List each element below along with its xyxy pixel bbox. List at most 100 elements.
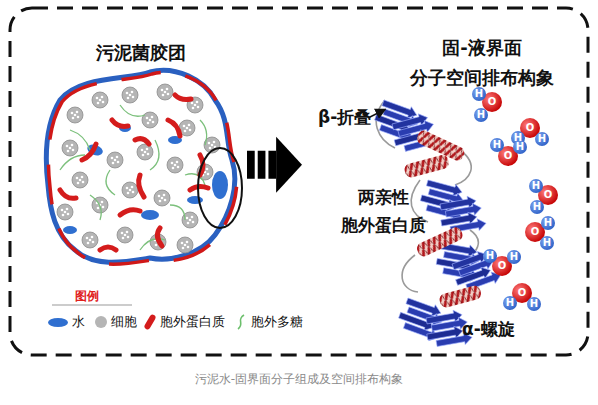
dashed-frame — [10, 8, 588, 355]
cell — [117, 227, 133, 243]
structure-label: β-折叠 — [318, 106, 371, 128]
polysaccharides — [60, 105, 207, 250]
legend-rule — [52, 305, 132, 306]
atom-symbol: H — [543, 237, 551, 249]
atom-symbol: H — [532, 180, 540, 192]
polysaccharide-strand — [120, 105, 145, 116]
atom-symbol: H — [538, 133, 546, 145]
node-heading: 固-液界面 分子空间排布构象 — [397, 33, 567, 93]
protein-loop — [402, 255, 418, 292]
floc-proteins — [60, 95, 208, 250]
atom-symbol: O — [504, 150, 513, 162]
atom-symbol: H — [486, 250, 494, 262]
cell — [154, 190, 170, 206]
floc-protein-rim — [48, 72, 236, 264]
atom-symbol: H — [530, 298, 538, 310]
legend-swatch — [235, 314, 247, 330]
polysaccharide-strand — [106, 170, 115, 195]
alpha-helix — [438, 284, 482, 308]
water-blob — [187, 196, 203, 204]
atom-symbol: O — [488, 96, 497, 108]
node-region: 污泥菌胶团 — [35, 30, 247, 275]
protein-fragment — [168, 120, 180, 136]
water-blob — [63, 226, 77, 234]
atom-symbol: H — [477, 109, 485, 121]
floc-outline — [46, 70, 234, 262]
hydrogen-atom — [474, 108, 488, 122]
caption: 污泥水-固界面分子组成及空间排布构象 — [0, 371, 598, 388]
legend-curve — [238, 315, 244, 329]
atom-symbol: O — [531, 226, 540, 238]
cell — [107, 152, 123, 168]
protein-fragment — [82, 144, 96, 160]
zoom-ellipse — [198, 148, 242, 228]
cell — [92, 92, 108, 108]
cell — [72, 172, 88, 188]
alpha-helix-coil — [403, 154, 450, 179]
legend-text: 细胞 — [111, 314, 137, 330]
arrow-shaft-bar — [268, 151, 276, 179]
hydrogen-atom — [483, 249, 497, 263]
cell — [57, 204, 73, 220]
cell — [142, 112, 158, 128]
hydrogen-atom — [535, 132, 549, 146]
water-blobs — [63, 124, 228, 234]
arrow-shaft-bar — [247, 151, 255, 179]
polysaccharide-strand — [70, 130, 90, 150]
cell — [122, 87, 138, 103]
cell — [137, 144, 153, 160]
hydrogen-atom — [507, 250, 521, 264]
protein-fragment — [60, 190, 76, 198]
legend-swatch — [95, 316, 107, 328]
protein-fragment — [112, 120, 128, 126]
structure-label: α-螺旋 — [462, 318, 515, 340]
water-blob — [212, 171, 228, 199]
hydrogen-atom — [490, 138, 504, 152]
alpha-helix-coil — [438, 284, 482, 308]
cell — [82, 232, 98, 248]
legend-item: 水 — [48, 314, 85, 330]
arrow-shaft-bar — [258, 151, 266, 179]
cells — [57, 84, 220, 253]
hydrogen-atom — [527, 297, 541, 311]
legend-heading: 图例 — [75, 289, 99, 303]
protein-fragment — [175, 95, 191, 100]
atom-symbol: O — [526, 122, 535, 134]
hydrogen-atom — [503, 296, 517, 310]
block-arrow — [247, 137, 302, 193]
cell — [157, 84, 173, 100]
legend-item: 细胞 — [95, 314, 137, 330]
legend: 水细胞胞外蛋白质胞外多糖 — [48, 314, 313, 330]
polysaccharide-strand — [200, 120, 207, 145]
legend-item: 胞外多糖 — [235, 314, 303, 330]
atom-symbol: H — [516, 141, 524, 153]
polysaccharide-strand — [60, 155, 85, 170]
legend-text: 水 — [72, 314, 85, 330]
arrow-head — [276, 137, 302, 193]
atom-symbol: H — [544, 217, 552, 229]
water-molecules — [472, 87, 558, 311]
water-blob — [141, 210, 159, 220]
beta-sheet — [438, 194, 488, 237]
hydrogen-atom — [530, 200, 544, 214]
hydrogen-atom — [540, 236, 554, 250]
cell — [177, 237, 193, 253]
atom-symbol: H — [493, 139, 501, 151]
atom-symbol: H — [506, 297, 514, 309]
cell — [67, 107, 83, 123]
protein-fragment — [100, 247, 116, 250]
atom-symbol: H — [533, 201, 541, 213]
atom-symbol: O — [498, 260, 507, 272]
cell — [122, 182, 138, 198]
atom-symbol: H — [510, 251, 518, 263]
atom-symbol: O — [544, 189, 553, 201]
cell — [62, 140, 78, 156]
cell — [167, 157, 183, 173]
hydrogen-atom — [541, 216, 555, 230]
atom-symbol: H — [475, 88, 483, 100]
legend-text: 胞外多糖 — [251, 314, 303, 330]
protein-fragment — [120, 210, 140, 215]
protein-fragment — [139, 175, 144, 197]
